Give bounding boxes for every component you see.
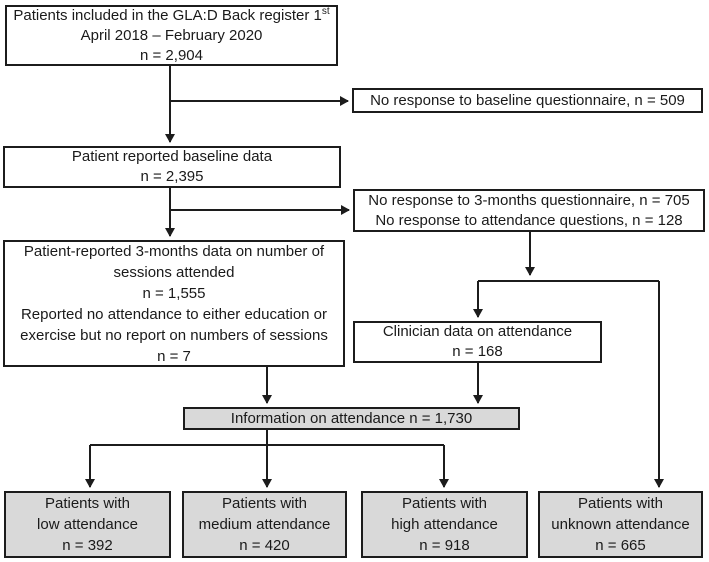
low-count: n = 392 bbox=[62, 537, 113, 554]
low-line-1: Patients with bbox=[44, 495, 131, 512]
medium-count: n = 420 bbox=[239, 537, 290, 554]
clinician-line-1: Clinician data on attendance bbox=[382, 323, 573, 340]
information-attendance-text: Information on attendance n = 1,730 bbox=[230, 410, 473, 427]
patient-3months-line-5: exercise but no report on numbers of ses… bbox=[20, 326, 328, 344]
unknown-line-1: Patients with bbox=[577, 495, 664, 512]
box-clinician-data: Clinician data on attendance n = 168 bbox=[353, 321, 602, 363]
no-response-3months-line-2: No response to attendance questions, n =… bbox=[375, 211, 683, 229]
register-line-2: April 2018 – February 2020 bbox=[80, 26, 263, 44]
box-unknown-attendance: Patients with unknown attendance n = 665 bbox=[538, 491, 703, 558]
box-no-response-3months: No response to 3-months questionnaire, n… bbox=[353, 189, 705, 232]
high-line-1: Patients with bbox=[401, 495, 488, 512]
box-baseline-data: Patient reported baseline data n = 2,395 bbox=[3, 146, 341, 188]
high-count: n = 918 bbox=[419, 537, 470, 554]
box-patient-3months-data: Patient-reported 3-months data on number… bbox=[3, 240, 345, 367]
patient-3months-line-4: Reported no attendance to either educati… bbox=[20, 305, 328, 323]
patient-3months-line-1: Patient-reported 3-months data on number… bbox=[23, 242, 325, 260]
box-high-attendance: Patients with high attendance n = 918 bbox=[361, 491, 528, 558]
superscript-st: st bbox=[321, 5, 330, 17]
no-response-baseline-text: No response to baseline questionnaire, n… bbox=[370, 92, 685, 109]
baseline-data-line-1: Patient reported baseline data bbox=[71, 148, 273, 165]
low-line-2: low attendance bbox=[37, 516, 138, 533]
box-information-attendance: Information on attendance n = 1,730 bbox=[183, 407, 520, 430]
no-response-3months-line-1: No response to 3-months questionnaire, n… bbox=[368, 191, 690, 209]
high-line-2: high attendance bbox=[391, 516, 498, 533]
patient-3months-count: n = 1,555 bbox=[142, 284, 206, 302]
box-no-response-baseline: No response to baseline questionnaire, n… bbox=[352, 88, 703, 113]
box-register: Patients included in the GLA:D Back regi… bbox=[5, 5, 338, 66]
clinician-count: n = 168 bbox=[452, 343, 503, 360]
register-count: n = 2,904 bbox=[140, 46, 203, 64]
baseline-data-count: n = 2,395 bbox=[140, 168, 204, 185]
medium-line-2: medium attendance bbox=[198, 516, 331, 533]
box-medium-attendance: Patients with medium attendance n = 420 bbox=[182, 491, 347, 558]
register-line-1: Patients included in the GLA:D Back regi… bbox=[13, 5, 330, 24]
unknown-line-2: unknown attendance bbox=[551, 516, 690, 533]
medium-line-1: Patients with bbox=[221, 495, 308, 512]
unknown-count: n = 665 bbox=[595, 537, 646, 554]
box-low-attendance: Patients with low attendance n = 392 bbox=[4, 491, 171, 558]
patient-3months-count-2: n = 7 bbox=[157, 347, 191, 365]
patient-3months-line-2: sessions attended bbox=[113, 263, 235, 281]
